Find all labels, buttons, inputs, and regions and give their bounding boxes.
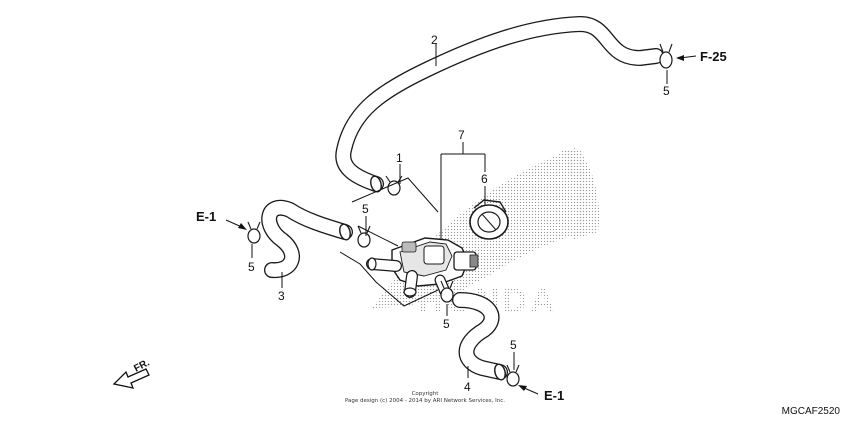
copyright-line-1: Copyright xyxy=(412,391,440,397)
part-label-3: 3 xyxy=(278,289,285,303)
part-label-5-lower: 5 xyxy=(443,317,450,331)
hose-clip-icon xyxy=(440,280,454,303)
part-label-5-e1-left: 5 xyxy=(248,260,255,274)
hose-2 xyxy=(335,16,664,193)
direction-label: FR. xyxy=(132,357,152,374)
diagram-code: MGCAF2520 xyxy=(782,406,841,417)
ref-label-e1-left: E-1 xyxy=(196,209,216,224)
part-label-6: 6 xyxy=(481,172,488,186)
valve-mount-6 xyxy=(469,199,509,240)
hose-clip-icon xyxy=(506,364,520,387)
part-label-5-center: 5 xyxy=(362,202,369,216)
hose-clip-icon xyxy=(659,43,673,69)
hose-clip-icon xyxy=(247,221,261,244)
part-label-7: 7 xyxy=(458,128,465,142)
copyright-line-2: Page design (c) 2004 - 2014 by ARI Netwo… xyxy=(345,398,505,404)
direction-arrow-icon xyxy=(112,368,150,389)
part-label-2: 2 xyxy=(431,33,438,47)
ref-label-e1-right: E-1 xyxy=(544,388,564,403)
reference-arrow-icon xyxy=(676,55,697,61)
hose-clip-icon xyxy=(357,225,371,248)
hose-3 xyxy=(261,199,353,279)
part-label-4: 4 xyxy=(464,380,471,394)
leader-lines xyxy=(251,44,668,378)
hose-4 xyxy=(452,292,508,381)
reference-arrow-icon xyxy=(518,385,539,395)
reference-arrow-icon xyxy=(225,219,247,230)
part-label-5-f25: 5 xyxy=(663,84,670,98)
part-label-5-e1-right: 5 xyxy=(510,338,517,352)
ref-label-f25: F-25 xyxy=(700,49,727,64)
hose-clip-icon xyxy=(385,175,403,196)
part-label-1: 1 xyxy=(396,151,403,165)
